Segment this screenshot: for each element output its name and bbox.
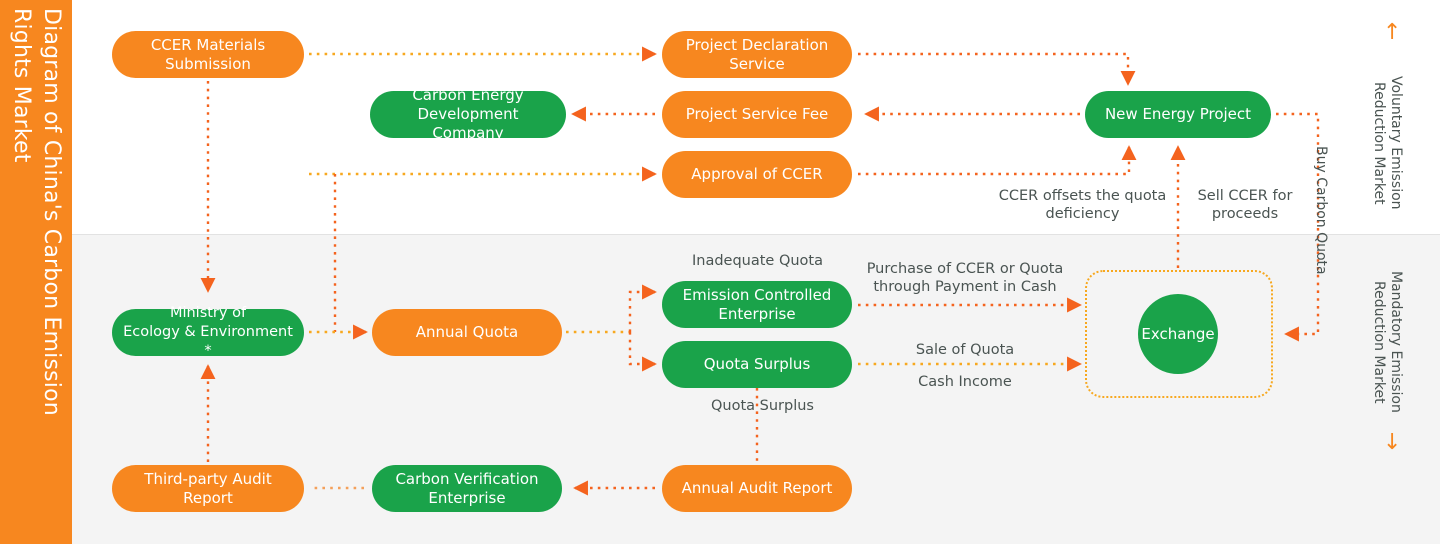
node-ministry-of-ecology-environment[interactable]: Ministry of Ecology & Environment * — [112, 305, 304, 359]
node-approval-of-ccer[interactable]: Approval of CCER — [662, 151, 852, 198]
node-project-declaration-service[interactable]: Project Declaration Service — [662, 31, 852, 78]
node-quota-surplus[interactable]: Quota Surplus — [662, 341, 852, 388]
label-inadequate-quota: Inadequate Quota — [691, 253, 824, 269]
label-buy-carbon-quota: Buy Carbon Quota — [1313, 145, 1329, 275]
node-emission-controlled-enterprise[interactable]: Emission Controlled Enterprise — [662, 281, 852, 328]
exchange-container — [1085, 270, 1273, 398]
down-arrow-icon: ↓ — [1383, 430, 1402, 455]
node-third-party-audit-report[interactable]: Third-party Audit Report — [112, 465, 304, 512]
label-purchase-ccer-or-quota: Purchase of CCER or Quota through Paymen… — [866, 261, 1064, 295]
node-annual-audit-report[interactable]: Annual Audit Report — [662, 465, 852, 512]
label-quota-surplus-lower: Quota Surplus — [711, 398, 814, 414]
label-voluntary-emission-reduction-market: Voluntary Emission Reduction Market — [1371, 76, 1404, 210]
node-exchange[interactable]: Exchange — [1138, 294, 1218, 374]
up-arrow-icon: ↑ — [1383, 20, 1402, 45]
node-carbon-verification-enterprise[interactable]: Carbon Verification Enterprise — [372, 465, 562, 512]
node-ccer-materials-submission[interactable]: CCER Materials Submission — [112, 31, 304, 78]
node-annual-quota[interactable]: Annual Quota — [372, 309, 562, 356]
node-new-energy-project[interactable]: New Energy Project — [1085, 91, 1271, 138]
label-ccer-offsets-quota-deficiency: CCER offsets the quota deficiency — [998, 188, 1167, 222]
node-project-service-fee[interactable]: Project Service Fee — [662, 91, 852, 138]
band-divider — [72, 234, 1440, 235]
label-sale-of-quota: Sale of Quota — [915, 342, 1015, 358]
diagram-title: Diagram of China's Carbon Emission Right… — [9, 8, 64, 416]
label-mandatory-emission-reduction-market: Mandatory Emission Reduction Market — [1371, 271, 1404, 413]
node-carbon-energy-development-company[interactable]: Carbon Energy Development Company — [370, 86, 566, 142]
diagram-title-bar: Diagram of China's Carbon Emission Right… — [0, 0, 72, 544]
label-cash-income: Cash Income — [918, 374, 1012, 390]
label-sell-ccer-for-proceeds: Sell CCER for proceeds — [1197, 188, 1293, 222]
